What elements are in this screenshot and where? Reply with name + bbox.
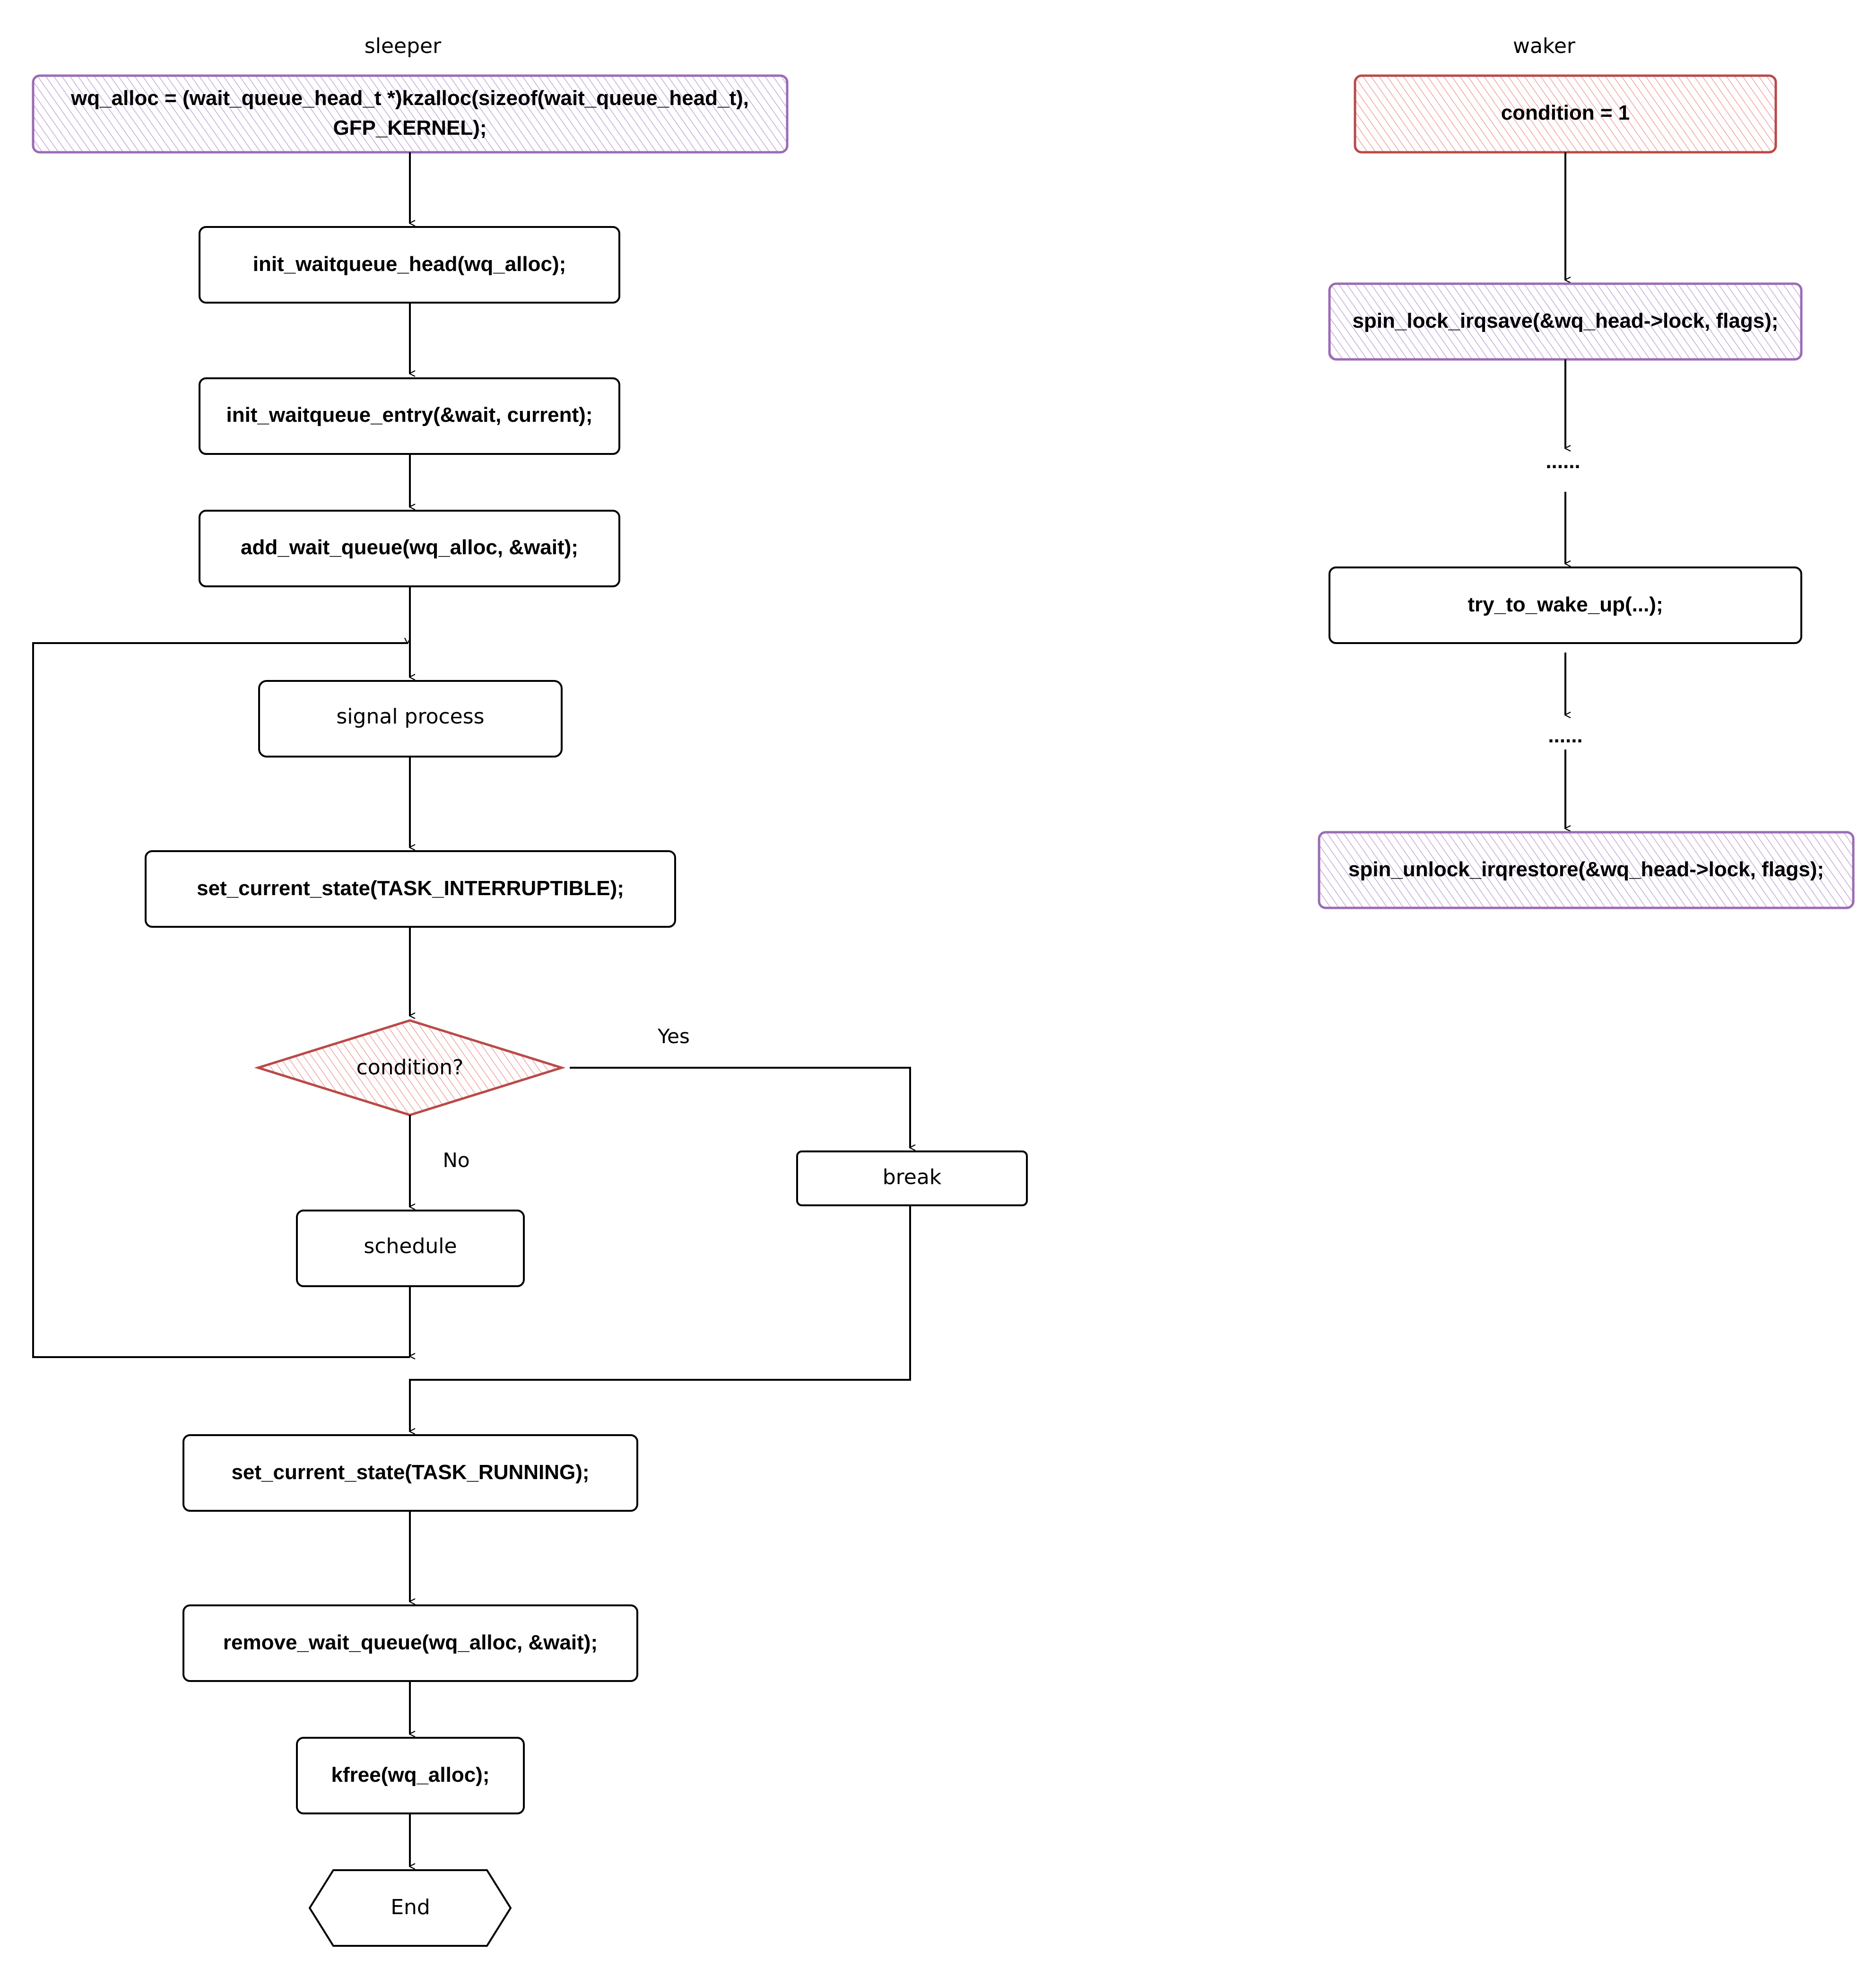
- edge-label-no: No: [443, 1149, 469, 1172]
- node-add-wait-queue-label: add_wait_queue(wq_alloc, &wait);: [241, 536, 578, 559]
- node-try-to-wake-up-label: try_to_wake_up(...);: [1468, 593, 1663, 616]
- node-condition-decision-label: condition?: [356, 1055, 464, 1080]
- node-condition-decision[interactable]: condition?: [254, 1019, 566, 1116]
- node-set-running[interactable]: set_current_state(TASK_RUNNING);: [182, 1434, 638, 1512]
- node-init-waitqueue-entry-label: init_waitqueue_entry(&wait, current);: [226, 403, 592, 427]
- node-set-running-label: set_current_state(TASK_RUNNING);: [231, 1461, 589, 1484]
- waker-dots-1: ......: [1546, 450, 1580, 473]
- node-end-label: End: [391, 1895, 430, 1919]
- node-signal-process-label: signal process: [336, 705, 484, 729]
- node-init-waitqueue-head-label: init_waitqueue_head(wq_alloc);: [253, 253, 566, 276]
- edge-loop-back: [32, 643, 410, 1358]
- node-remove-wait-queue[interactable]: remove_wait_queue(wq_alloc, &wait);: [182, 1604, 638, 1682]
- node-set-interruptible-label: set_current_state(TASK_INTERRUPTIBLE);: [197, 877, 624, 900]
- node-try-to-wake-up[interactable]: try_to_wake_up(...);: [1329, 566, 1802, 644]
- node-kfree[interactable]: kfree(wq_alloc);: [296, 1737, 525, 1814]
- node-condition-set[interactable]: condition = 1: [1354, 74, 1777, 154]
- node-signal-process[interactable]: signal process: [258, 680, 563, 758]
- lane-title-waker: waker: [1513, 34, 1576, 58]
- node-wq-alloc[interactable]: wq_alloc = (wait_queue_head_t *)kzalloc(…: [32, 74, 789, 154]
- node-spin-unlock[interactable]: spin_unlock_irqrestore(&wq_head->lock, f…: [1318, 831, 1855, 909]
- node-init-waitqueue-head[interactable]: init_waitqueue_head(wq_alloc);: [199, 226, 620, 304]
- node-wq-alloc-line2: GFP_KERNEL);: [333, 116, 486, 139]
- node-init-waitqueue-entry[interactable]: init_waitqueue_entry(&wait, current);: [199, 377, 620, 455]
- edge-break-to-set-running: [409, 1205, 911, 1431]
- lane-title-sleeper: sleeper: [365, 34, 442, 58]
- node-schedule[interactable]: schedule: [296, 1210, 525, 1287]
- node-break[interactable]: break: [796, 1150, 1028, 1206]
- edge-condition-yes: [570, 1067, 910, 1148]
- edge-label-yes: Yes: [657, 1025, 690, 1048]
- node-spin-lock-label: spin_lock_irqsave(&wq_head->lock, flags)…: [1352, 309, 1778, 332]
- waker-dots-2: ......: [1548, 724, 1582, 747]
- node-set-interruptible[interactable]: set_current_state(TASK_INTERRUPTIBLE);: [145, 850, 676, 928]
- node-add-wait-queue[interactable]: add_wait_queue(wq_alloc, &wait);: [199, 510, 620, 587]
- node-condition-set-label: condition = 1: [1501, 101, 1630, 124]
- node-spin-lock[interactable]: spin_lock_irqsave(&wq_head->lock, flags)…: [1328, 282, 1803, 361]
- node-wq-alloc-line1: wq_alloc = (wait_queue_head_t *)kzalloc(…: [70, 87, 749, 110]
- node-schedule-label: schedule: [364, 1234, 457, 1258]
- node-remove-wait-queue-label: remove_wait_queue(wq_alloc, &wait);: [223, 1631, 598, 1654]
- node-spin-unlock-label: spin_unlock_irqrestore(&wq_head->lock, f…: [1348, 858, 1824, 881]
- node-break-label: break: [883, 1165, 942, 1189]
- node-end[interactable]: End: [308, 1869, 512, 1947]
- node-kfree-label: kfree(wq_alloc);: [331, 1763, 490, 1786]
